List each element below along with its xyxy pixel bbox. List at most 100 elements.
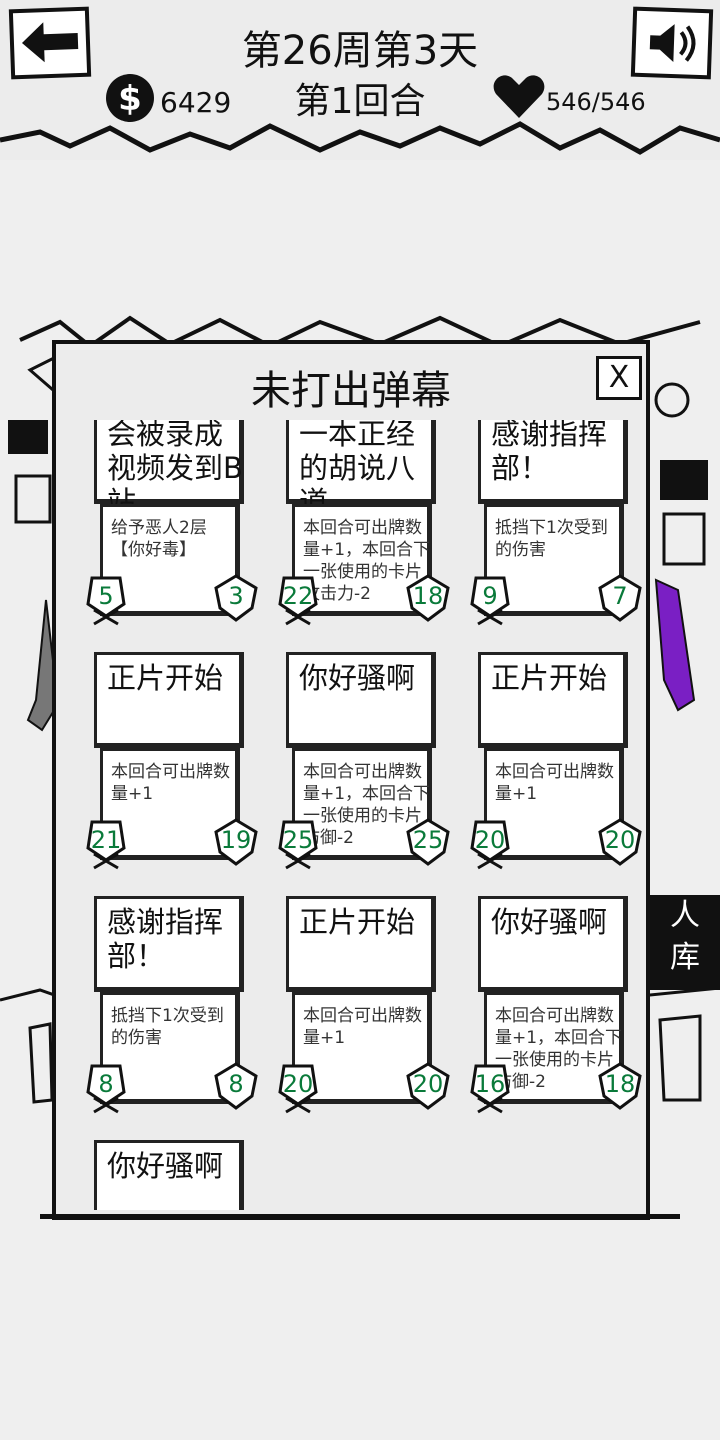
card-name: 感谢指挥部！ — [491, 420, 608, 485]
card-cost: 9 — [482, 582, 498, 610]
card-name: 感谢指挥部！ — [107, 905, 224, 973]
card-name: 你好骚啊 — [491, 905, 608, 939]
card-value-badge: 8 — [214, 1062, 258, 1110]
card[interactable]: 正片开始 本回合可出牌数量+1 20 20 — [278, 896, 452, 1116]
card-cost-badge: 20 — [468, 818, 512, 870]
card-header: 感谢指挥部！ — [478, 420, 628, 504]
card-header: 会被录成视频发到B站 — [94, 420, 244, 519]
dollar-coin-icon: $ — [106, 74, 154, 122]
back-button[interactable] — [8, 6, 92, 80]
card[interactable]: 正片开始 本回合可出牌数量+1 21 19 — [86, 652, 260, 872]
defense-shield-icon — [214, 818, 258, 866]
cost-shield-icon — [470, 576, 510, 626]
cost-shield-icon — [278, 576, 318, 626]
cost-shield-icon — [278, 820, 318, 870]
card[interactable]: 你好骚啊 — [90, 1140, 260, 1210]
card-name: 正片开始 — [491, 661, 608, 695]
card-header: 正片开始 — [94, 652, 244, 748]
card-name: 你好骚啊 — [299, 661, 416, 695]
top-bar: 第26周第3天 第1回合 $ 6429 546/546 — [0, 0, 720, 160]
card-header: 正片开始 — [286, 896, 436, 992]
card-cost-badge: 21 — [84, 818, 128, 870]
speaker-icon — [649, 24, 696, 63]
card-cost: 22 — [282, 582, 314, 610]
dialog-title: 未打出弹幕 — [251, 368, 451, 414]
card-header: 感谢指挥部！ — [94, 896, 244, 992]
card-name: 会被录成视频发到B站 — [107, 420, 243, 519]
card-name: 一本正经的胡说八道 — [299, 420, 416, 519]
card-value-badge: 18 — [406, 574, 450, 622]
sound-button[interactable] — [630, 6, 714, 80]
card-cost: 20 — [474, 826, 506, 854]
card-header: 你好骚啊 — [478, 896, 628, 992]
cost-shield-icon — [278, 1064, 318, 1114]
week-day-label: 第26周第3天 — [241, 28, 479, 74]
card-cost: 5 — [98, 582, 114, 610]
card[interactable]: 会被录成视频发到B站 给予恶人2层【你好毒】 5 3 — [86, 420, 260, 628]
card-value-badge: 19 — [214, 818, 258, 866]
side-deck-label[interactable]: 人 库 — [650, 895, 720, 990]
card-name: 你好骚啊 — [107, 1149, 224, 1183]
cost-shield-icon — [470, 1064, 510, 1114]
defense-shield-icon — [406, 1062, 450, 1110]
card-value: 20 — [412, 1070, 444, 1098]
card-value-badge: 7 — [598, 574, 642, 622]
card-value-badge: 20 — [406, 1062, 450, 1110]
card-description: 本回合可出牌数量+1 — [303, 1006, 422, 1048]
money-amount: 6429 — [160, 86, 232, 119]
card[interactable]: 你好骚啊 本回合可出牌数量+1，本回合下一张使用的卡片防御-2 16 18 — [470, 896, 644, 1116]
card-cost-badge: 8 — [84, 1062, 128, 1114]
card-value: 19 — [220, 826, 252, 854]
card-value: 7 — [612, 582, 628, 610]
card-cost: 16 — [474, 1070, 506, 1098]
card-value: 18 — [412, 582, 444, 610]
cost-shield-icon — [86, 576, 126, 626]
health-points: 546/546 — [546, 88, 646, 116]
card[interactable]: 感谢指挥部！ 抵挡下1次受到的伤害 8 8 — [86, 896, 260, 1116]
card-value: 8 — [228, 1070, 244, 1098]
card-body: 本回合可出牌数量+1，本回合下一张使用的卡片防御-2 — [292, 748, 432, 860]
svg-text:$: $ — [118, 79, 142, 119]
card-value: 25 — [412, 826, 444, 854]
card-description: 本回合可出牌数量+1，本回合下一张使用的卡片防御-2 — [495, 1006, 623, 1092]
card-cost-badge: 22 — [276, 574, 320, 626]
card-value: 18 — [604, 1070, 636, 1098]
card-cost: 8 — [98, 1070, 114, 1098]
card-cost-badge: 9 — [468, 574, 512, 626]
card-header: 正片开始 — [478, 652, 628, 748]
card-value-badge: 20 — [598, 818, 642, 866]
close-button[interactable]: X — [596, 356, 642, 400]
card-cost-badge: 20 — [276, 1062, 320, 1114]
card-value-badge: 3 — [214, 574, 258, 622]
card-cost: 20 — [282, 1070, 314, 1098]
card-description: 抵挡下1次受到的伤害 — [111, 1006, 224, 1048]
card-value-badge: 18 — [598, 1062, 642, 1110]
torn-paper-edge — [0, 121, 720, 155]
back-arrow-icon — [21, 22, 79, 63]
card[interactable]: 正片开始 本回合可出牌数量+1 20 20 — [470, 652, 644, 872]
card[interactable]: 你好骚啊 本回合可出牌数量+1，本回合下一张使用的卡片防御-2 25 25 — [278, 652, 452, 872]
heart-icon — [493, 75, 545, 118]
defense-shield-icon — [598, 1062, 642, 1110]
card[interactable]: 一本正经的胡说八道 本回合可出牌数量+1，本回合下一张使用的卡片攻击力-2 22… — [278, 420, 452, 628]
card-cost: 21 — [90, 826, 122, 854]
card-description: 本回合可出牌数量+1，本回合下一张使用的卡片防御-2 — [303, 762, 431, 848]
defense-shield-icon — [598, 818, 642, 866]
defense-shield-icon — [406, 818, 450, 866]
card-name: 正片开始 — [299, 905, 416, 939]
defense-shield-icon — [214, 1062, 258, 1110]
card-value: 3 — [228, 582, 244, 610]
card-header: 你好骚啊 — [94, 1140, 244, 1210]
card-body: 本回合可出牌数量+1，本回合下一张使用的卡片防御-2 — [484, 992, 624, 1104]
card-cost: 25 — [282, 826, 314, 854]
unplayed-barrage-dialog: 未打出弹幕 X 会被录成视频发到B站 给予恶人2层【你好毒】 5 3 一本正经的… — [52, 340, 650, 1220]
round-label: 第1回合 — [294, 81, 426, 122]
card-description: 本回合可出牌数量+1 — [495, 762, 614, 804]
card-list-viewport[interactable]: 会被录成视频发到B站 给予恶人2层【你好毒】 5 3 一本正经的胡说八道 本回合… — [56, 420, 646, 1210]
card[interactable]: 感谢指挥部！ 抵挡下1次受到的伤害 9 7 — [470, 420, 644, 628]
defense-shield-icon — [598, 574, 642, 622]
defense-shield-icon — [406, 574, 450, 622]
card-description: 抵挡下1次受到的伤害 — [495, 518, 608, 560]
defense-shield-icon — [214, 574, 258, 622]
card-name: 正片开始 — [107, 661, 224, 695]
